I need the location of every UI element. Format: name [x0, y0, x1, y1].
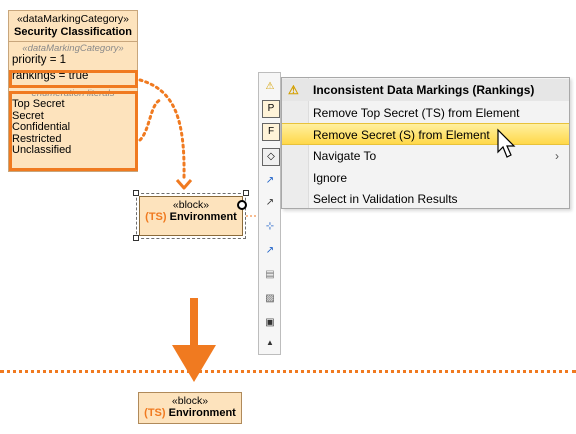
smart-manipulator-toolbar: ⚠ P F ◇ ↗ ↗ ⊹ ↗ ▤ ▨ ▣ ▲: [258, 72, 281, 355]
block-stereotype: «block»: [172, 199, 210, 211]
add-port-icon[interactable]: [237, 200, 247, 210]
connector-icon[interactable]: ⊹: [265, 221, 275, 232]
block-name: (TS) Environment: [140, 211, 242, 223]
category-name: Security Classification: [14, 26, 132, 38]
literal-item[interactable]: Confidential: [12, 121, 71, 133]
selection-handle[interactable]: [243, 190, 249, 196]
menu-item-select-in-results[interactable]: Select in Validation Results: [313, 192, 458, 206]
block-selection-frame: [136, 193, 246, 239]
literal-list: Top Secret Secret Confidential Restricte…: [9, 98, 137, 157]
category-stereotype: «dataMarkingCategory»: [16, 13, 130, 25]
directed-association-icon[interactable]: ↗: [265, 197, 275, 208]
rankings-to-block-arrow: [138, 78, 186, 180]
menu-item-remove-top-secret[interactable]: Remove Top Secret (TS) from Element: [313, 106, 520, 120]
attribute-stereotype: «dataMarkingCategory»: [22, 43, 124, 54]
menu-item-navigate-to[interactable]: Navigate To ›: [282, 145, 569, 167]
down-arrow-head: [172, 345, 216, 382]
interface-icon[interactable]: ◇: [262, 148, 280, 166]
block-name-text: Environment: [165, 407, 236, 419]
environment-block-bottom[interactable]: «block» (TS) Environment: [138, 392, 242, 424]
literal-item[interactable]: Top Secret: [12, 98, 65, 110]
menu-item-remove-secret[interactable]: Remove Secret (S) from Element: [282, 123, 569, 145]
priority-attribute[interactable]: priority = 1: [12, 54, 67, 66]
navigate-to-label: Navigate To: [313, 149, 377, 163]
rankings-highlight: [9, 70, 138, 88]
literal-item[interactable]: Secret: [12, 109, 44, 122]
menu-header: ⚠ Inconsistent Data Markings (Rankings): [282, 79, 569, 101]
literal-item[interactable]: Restricted: [12, 132, 62, 145]
menu-item-ignore[interactable]: Ignore: [313, 171, 348, 185]
block-name-text: Environment: [166, 211, 237, 223]
before-after-separator: [0, 370, 576, 373]
frame-icon[interactable]: ▣: [265, 317, 275, 328]
literals-to-arrow: [138, 98, 162, 142]
image-icon[interactable]: ▨: [265, 293, 275, 304]
warning-icon: ⚠: [288, 83, 299, 97]
block-name: (TS) Environment: [139, 407, 241, 419]
warning-icon[interactable]: ⚠: [265, 81, 275, 92]
p-icon[interactable]: P: [262, 100, 280, 118]
mouse-cursor-icon: [497, 128, 516, 158]
ts-marking: (TS): [144, 407, 166, 419]
chevron-right-icon: ›: [555, 149, 559, 163]
literal-item[interactable]: Unclassified: [12, 144, 72, 156]
validation-context-menu: ⚠ Inconsistent Data Markings (Rankings) …: [281, 77, 570, 209]
environment-block-top[interactable]: «block» (TS) Environment: [139, 196, 243, 236]
block-stereotype: «block»: [171, 395, 209, 407]
menu-header-label: Inconsistent Data Markings (Rankings): [313, 83, 535, 97]
selection-handle[interactable]: [133, 235, 139, 241]
literals-highlight: [9, 91, 138, 171]
selection-handle[interactable]: [133, 190, 139, 196]
directed-connector-icon[interactable]: ↗: [265, 245, 275, 256]
rankings-attribute[interactable]: rankings = true: [12, 70, 89, 82]
note-icon[interactable]: ▤: [265, 269, 275, 280]
arrow-head-small: [175, 179, 193, 190]
f-icon[interactable]: F: [262, 123, 280, 141]
association-icon[interactable]: ↗: [265, 175, 275, 186]
ts-marking: (TS): [145, 211, 167, 223]
collapse-icon[interactable]: ▲: [266, 338, 274, 347]
compartment-divider: [9, 41, 137, 42]
